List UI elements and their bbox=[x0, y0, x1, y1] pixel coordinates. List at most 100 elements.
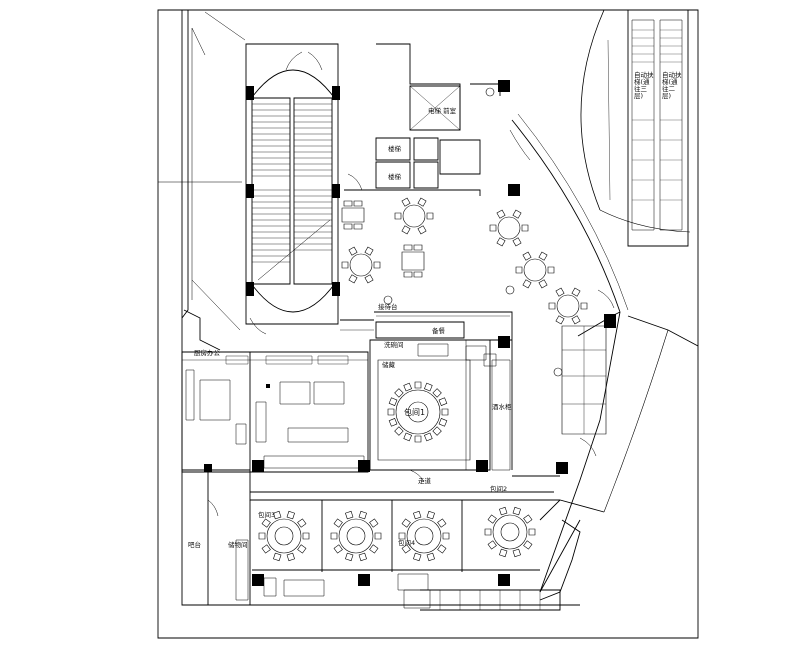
label-private-room-1: 包间1 bbox=[404, 408, 426, 417]
chair-icon bbox=[404, 383, 412, 391]
chair-icon bbox=[374, 262, 380, 268]
chair-icon bbox=[438, 519, 446, 527]
chair-icon bbox=[427, 553, 435, 561]
curved-facade bbox=[512, 120, 620, 312]
chair-icon bbox=[262, 519, 270, 527]
chair-icon bbox=[488, 515, 496, 523]
chair-icon bbox=[404, 272, 412, 277]
chair-icon bbox=[572, 316, 580, 324]
chair-icon bbox=[273, 511, 281, 519]
chair-icon bbox=[488, 541, 496, 549]
chair-icon bbox=[375, 533, 381, 539]
chair-icon bbox=[424, 433, 432, 441]
chair-icon bbox=[499, 549, 507, 557]
chair-icon bbox=[370, 519, 378, 527]
chair-icon bbox=[415, 436, 421, 442]
round-table-icon bbox=[267, 519, 301, 553]
square-table-icon bbox=[402, 252, 424, 270]
chair-icon bbox=[365, 247, 373, 255]
lazy-susan-icon bbox=[415, 527, 433, 545]
chair-icon bbox=[438, 545, 446, 553]
label-stair-1: 楼梯 bbox=[388, 145, 401, 153]
round-table-icon bbox=[498, 217, 520, 239]
label-reception: 接待台 bbox=[378, 303, 398, 311]
chair-icon bbox=[418, 226, 426, 234]
chair-icon bbox=[287, 553, 295, 561]
chair-icon bbox=[399, 533, 405, 539]
chair-icon bbox=[395, 389, 403, 397]
chair-icon bbox=[303, 533, 309, 539]
chair-icon bbox=[370, 545, 378, 553]
square-table-icon bbox=[342, 208, 364, 222]
chair-icon bbox=[513, 549, 521, 557]
chair-icon bbox=[342, 262, 348, 268]
chair-icon bbox=[524, 541, 532, 549]
chair-icon bbox=[516, 267, 522, 273]
lazy-susan-icon bbox=[347, 527, 365, 545]
chair-icon bbox=[497, 210, 505, 218]
chair-icon bbox=[359, 553, 367, 561]
left-exterior-wall bbox=[182, 10, 580, 605]
chair-icon bbox=[427, 213, 433, 219]
label-escalator-down: 自动扶梯(通往二层) bbox=[662, 71, 682, 100]
lazy-susan-icon bbox=[501, 523, 519, 541]
chair-icon bbox=[413, 553, 421, 561]
left-inner-wall bbox=[182, 10, 188, 318]
chair-icon bbox=[523, 280, 531, 288]
chair-icon bbox=[548, 267, 554, 273]
chair-icon bbox=[442, 409, 448, 415]
chair-icon bbox=[485, 529, 491, 535]
chair-icon bbox=[259, 533, 265, 539]
column-icon bbox=[204, 80, 616, 586]
chair-icon bbox=[499, 507, 507, 515]
chair-icon bbox=[334, 545, 342, 553]
chair-icon bbox=[262, 545, 270, 553]
chair-icon bbox=[414, 272, 422, 277]
right-facade bbox=[540, 312, 620, 592]
chair-icon bbox=[413, 511, 421, 519]
chair-icon bbox=[513, 507, 521, 515]
vip-room bbox=[370, 340, 490, 470]
plant-icon bbox=[506, 286, 514, 294]
label-private-room-3: 包间3 bbox=[258, 511, 276, 519]
chair-icon bbox=[404, 245, 412, 250]
chair-icon bbox=[556, 316, 564, 324]
chair-icon bbox=[298, 519, 306, 527]
chair-icon bbox=[395, 427, 403, 435]
plant-icon bbox=[384, 296, 392, 304]
chair-icon bbox=[334, 519, 342, 527]
chair-icon bbox=[344, 201, 352, 206]
chair-icon bbox=[427, 511, 435, 519]
chair-icon bbox=[389, 398, 397, 406]
label-private-room-2: 包间2 bbox=[490, 485, 508, 493]
chair-icon bbox=[404, 433, 412, 441]
label-storage: 储藏 bbox=[382, 361, 395, 369]
stair-round-bottom bbox=[250, 282, 336, 312]
chair-icon bbox=[402, 198, 410, 206]
chair-icon bbox=[497, 238, 505, 246]
label-dish-room: 洗碗间 bbox=[384, 341, 404, 349]
kitchen bbox=[182, 352, 368, 472]
label-kitchen-office: 厨房办公 bbox=[194, 349, 220, 357]
label-pantry: 备餐 bbox=[432, 327, 445, 335]
chair-icon bbox=[549, 303, 555, 309]
chair-icon bbox=[433, 389, 441, 397]
chair-icon bbox=[402, 226, 410, 234]
chair-icon bbox=[298, 545, 306, 553]
chair-icon bbox=[539, 252, 547, 260]
label-escalator-up: 自动扶梯(通往三层) bbox=[634, 71, 654, 100]
label-corridor: 走道 bbox=[418, 477, 431, 485]
stair-treads bbox=[252, 104, 332, 262]
round-table-icon bbox=[493, 515, 527, 549]
elevator-shaft bbox=[410, 86, 460, 130]
plant-icon bbox=[486, 88, 494, 96]
label-bar: 吧台 bbox=[188, 541, 201, 549]
chair-icon bbox=[556, 288, 564, 296]
lazy-susan-icon bbox=[275, 527, 293, 545]
chair-icon bbox=[273, 553, 281, 561]
chair-icon bbox=[524, 515, 532, 523]
chair-icon bbox=[490, 225, 496, 231]
label-private-room-4: 包间4 bbox=[398, 539, 416, 547]
chair-icon bbox=[539, 280, 547, 288]
